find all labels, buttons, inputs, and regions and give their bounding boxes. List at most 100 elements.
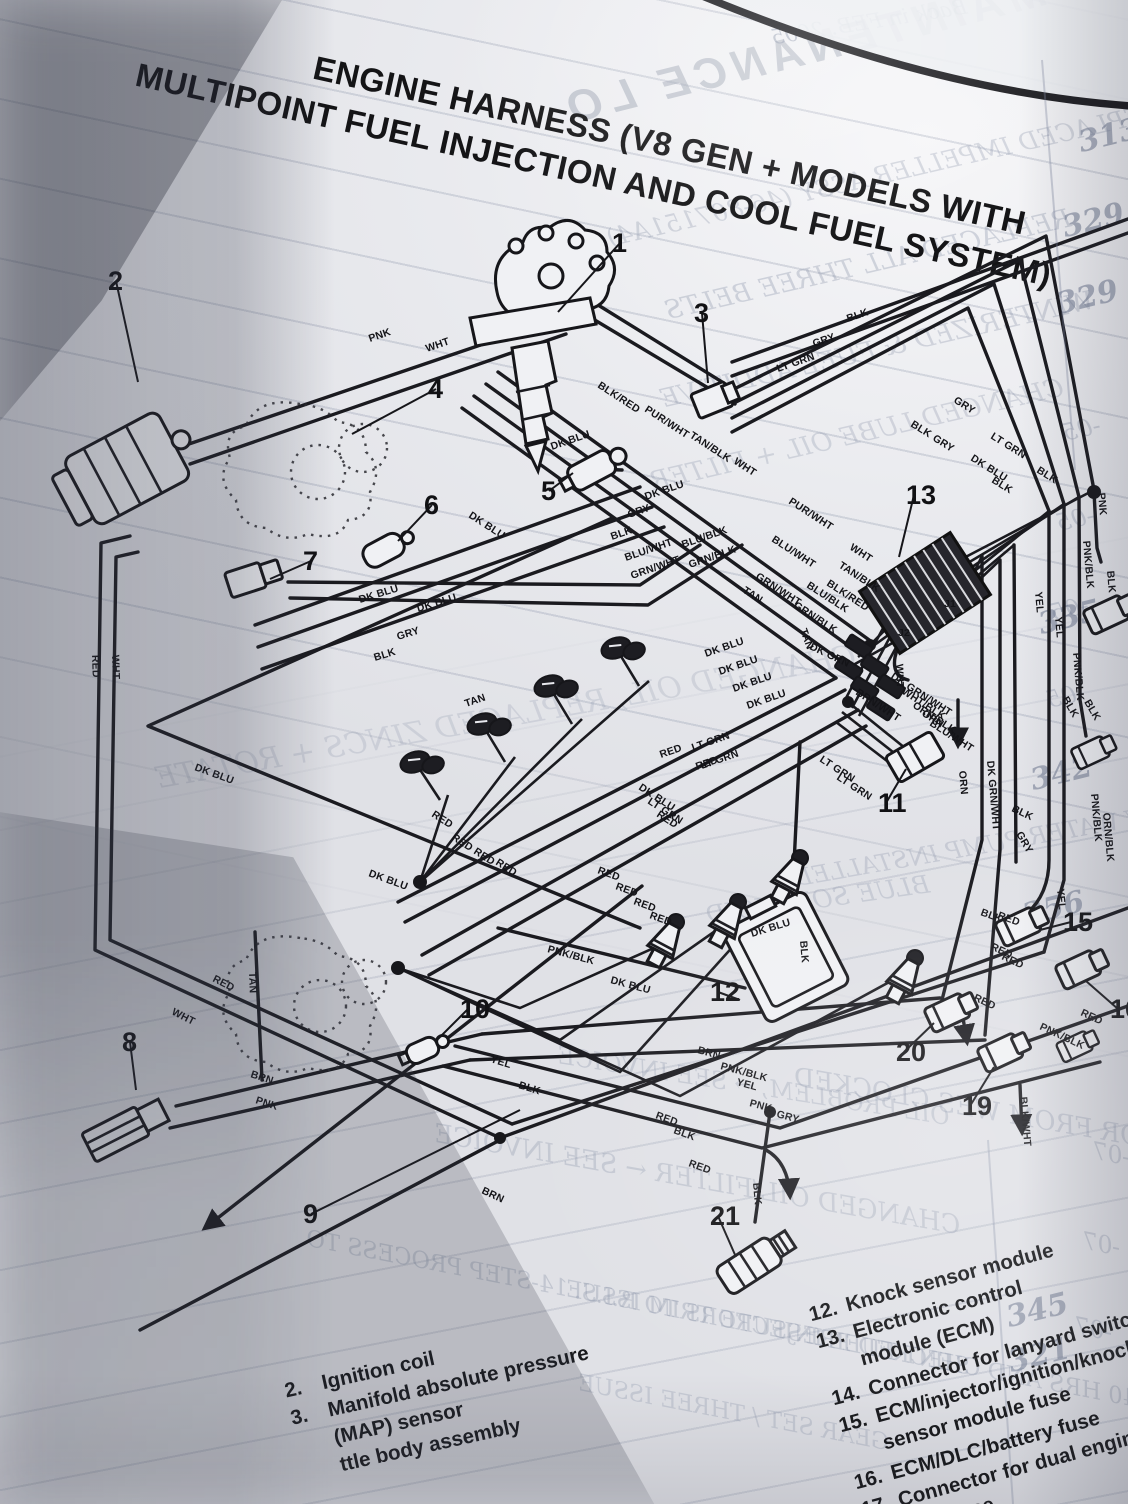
wire-label: BLK xyxy=(750,1182,764,1205)
bleedthrough-note: OIL PROBLEM, → SEE INVOICE xyxy=(555,1041,952,1131)
wire-label: BLU/BLK xyxy=(680,524,729,551)
callout-leader xyxy=(269,560,312,580)
wire-label: BLK xyxy=(609,524,634,543)
callout-leader xyxy=(115,280,139,383)
wire-label: GRY xyxy=(1013,830,1035,856)
wire-label: GRN/BLK xyxy=(791,599,839,636)
junction-dots xyxy=(391,485,1101,1144)
wire-label: RED xyxy=(614,881,640,900)
callout-leader xyxy=(310,1109,521,1215)
wire-label: DK BLU xyxy=(643,478,686,503)
wire-label: LT GRN xyxy=(834,771,874,803)
callout-21: 21 xyxy=(710,1201,740,1231)
wire-label: BLK xyxy=(1010,803,1035,823)
bleedthrough-note: -05 xyxy=(1043,678,1088,714)
wire-label: BRN/WHT xyxy=(853,686,903,724)
callout-leader xyxy=(548,472,574,492)
wire-label: LT GRN xyxy=(988,430,1028,461)
wire-label: ORN xyxy=(919,707,946,730)
callout-13: 13 xyxy=(906,480,936,510)
wire-label: ORN/BLK xyxy=(910,699,958,736)
wire-label: DK BLU xyxy=(466,509,507,541)
wire-label: DK BLU xyxy=(703,635,746,660)
connector-15 xyxy=(993,900,1053,949)
wire-label: RED xyxy=(1000,951,1026,972)
wire-label: PNK xyxy=(748,1097,773,1115)
callout-leader xyxy=(1085,980,1119,1010)
distributor xyxy=(468,219,616,476)
connector-8 xyxy=(81,1097,172,1163)
wire-label: WHT xyxy=(424,335,451,354)
wire-label: WHT/BLK xyxy=(899,685,947,722)
bleedthrough-note: BLUE SOLENOID xyxy=(704,869,932,930)
wire-label: BLK xyxy=(672,1125,697,1144)
mirrored-log-header: MAINTENANCE LO xyxy=(556,0,1050,135)
ghost-outline-upper xyxy=(222,401,389,540)
wire-label: BLK xyxy=(517,1079,542,1097)
wire-label: DK GRN/WHT xyxy=(984,760,1002,831)
callout-leader xyxy=(701,312,709,384)
callout-leader xyxy=(397,504,433,542)
title-line-2: MULTIPOINT FUEL INJECTION AND COOL FUEL … xyxy=(132,55,1056,294)
callout-leader xyxy=(129,1041,137,1091)
callout-leader xyxy=(969,1066,995,1107)
wire-label: RED xyxy=(658,742,684,761)
wire-label: RED xyxy=(996,910,1022,929)
wire-label: YEL xyxy=(1054,888,1068,910)
callout-leader xyxy=(1039,921,1072,931)
wire-label: RED xyxy=(687,1158,713,1177)
callout-layer: 123456789101112131516192021 xyxy=(108,228,1128,1258)
wire-label: LT GRN xyxy=(817,753,857,785)
wire-label: BRN xyxy=(696,1044,722,1062)
wire-label: GRY xyxy=(626,502,652,521)
wire-label: RED xyxy=(654,808,680,831)
ghost-outline-lower xyxy=(222,935,388,1074)
wire-label: RED xyxy=(596,865,622,884)
wire-label: ORN xyxy=(956,770,970,795)
connector-16 xyxy=(1053,943,1113,992)
callout-15: 15 xyxy=(1063,907,1093,937)
wire-label: RED xyxy=(429,808,455,831)
wire-label: RED xyxy=(989,941,1015,962)
callout-4: 4 xyxy=(428,374,443,404)
wire-label: BLU/WHT xyxy=(927,717,976,754)
wire-label: BLK/WHT xyxy=(1017,1096,1033,1147)
wire-label: PNK xyxy=(254,1094,280,1113)
wire-label: WHT xyxy=(731,455,758,479)
wire-label: GRY xyxy=(811,331,837,350)
callout-16: 16 xyxy=(1110,994,1128,1024)
wire-label: YEL xyxy=(489,1053,513,1071)
wire-label: BLK xyxy=(979,907,1004,926)
callout-11: 11 xyxy=(878,788,907,818)
wire-label: BLK xyxy=(797,940,811,963)
wire-label: PNK/BLK xyxy=(719,1060,769,1084)
bleedthrough-note: NEW MOTOR FROM WES CLOCKED xyxy=(791,1062,1128,1177)
callout-19: 19 xyxy=(962,1091,992,1121)
callout-leader xyxy=(903,1022,935,1053)
wire-label: PNK/BLK xyxy=(1088,793,1104,842)
wire-label: DK BLU xyxy=(731,670,774,695)
connector-7 xyxy=(223,558,284,599)
wire-label: LT GRN xyxy=(690,730,731,754)
bleedthrough-note: -05 xyxy=(1059,411,1104,447)
callout-leader xyxy=(885,768,907,804)
wire-label: BLU/WHT xyxy=(769,533,818,570)
callout-leader xyxy=(717,1215,737,1258)
wire-label: BLU/BLK xyxy=(804,579,851,615)
wire-label: RED xyxy=(972,992,998,1013)
wire-label: BLK xyxy=(1104,570,1118,593)
wire-label: DK BLU xyxy=(357,582,400,605)
wire-label: DK BLU xyxy=(968,452,1009,484)
wire-label: TAN xyxy=(797,627,816,651)
wire-label: WHT xyxy=(893,664,906,689)
bleedthrough-note: -05 xyxy=(1053,501,1098,537)
connector-right-edge-b xyxy=(1069,730,1120,772)
log-page-number: 313 xyxy=(1074,110,1128,161)
wire-label: TAN xyxy=(463,692,487,710)
callout-9: 9 xyxy=(303,1199,318,1229)
log-page-number: 356 xyxy=(1018,883,1088,934)
wire-label: LT GRN xyxy=(775,351,816,375)
callout-7: 7 xyxy=(303,546,318,576)
wire-label: ORN/BLK xyxy=(1100,812,1116,862)
